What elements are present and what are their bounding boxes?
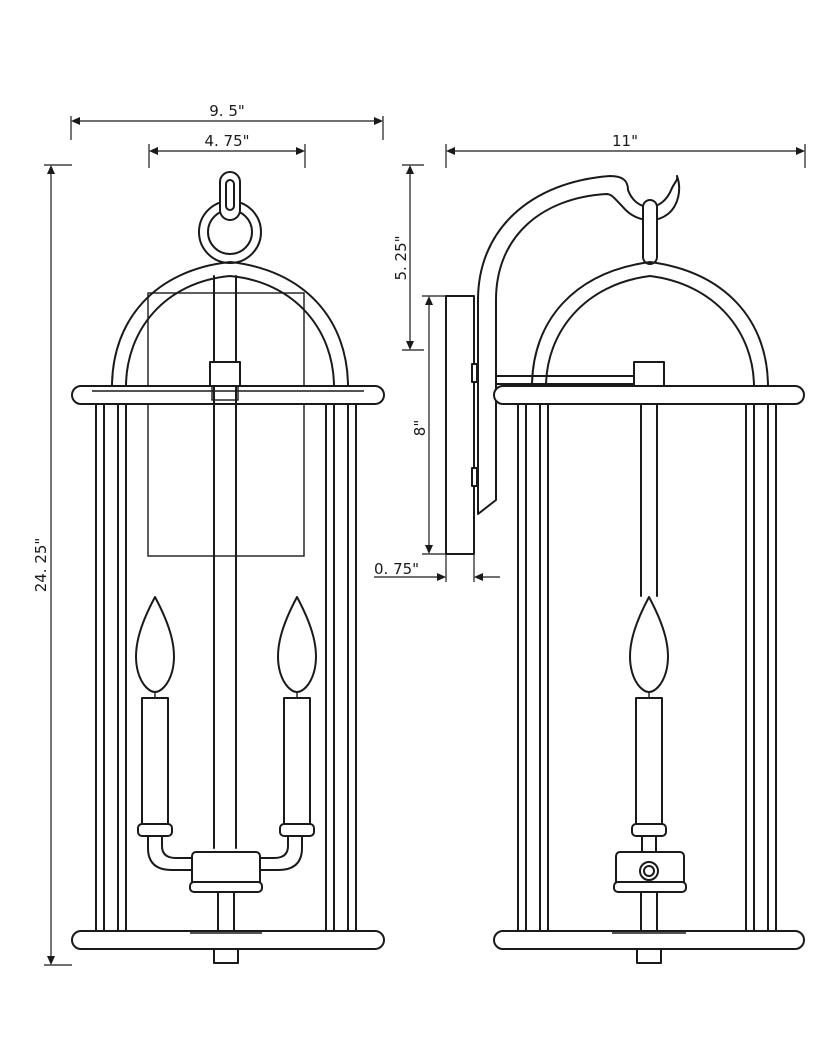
dimension-width-overall-label: 9. 5" xyxy=(209,102,245,120)
dimension-backplate-depth-label: 0. 75" xyxy=(374,560,419,578)
side-finial xyxy=(636,948,662,964)
side-posts xyxy=(517,403,777,932)
dimension-height-overall-label: 24. 25" xyxy=(32,538,50,593)
front-hanging-ring xyxy=(198,171,262,264)
side-candle xyxy=(613,596,687,932)
dimension-arm-rise-label: 5. 25" xyxy=(392,235,410,280)
front-left-candle xyxy=(134,596,176,837)
front-top-rim xyxy=(71,385,385,405)
dimension-width-top-mount-label: 4. 75" xyxy=(204,132,249,150)
dimension-depth-overall: 11" xyxy=(445,132,806,168)
front-view xyxy=(71,171,385,964)
front-arch xyxy=(111,261,349,388)
front-backplate xyxy=(147,292,305,557)
dimension-depth-overall-label: 11" xyxy=(612,132,638,150)
front-side-posts xyxy=(95,403,357,932)
front-right-candle xyxy=(276,596,318,837)
side-center-block xyxy=(633,361,665,387)
side-backplate xyxy=(445,295,475,555)
side-view xyxy=(445,175,805,964)
side-arch xyxy=(531,261,769,388)
dimension-height-overall: 24. 25" xyxy=(32,164,72,966)
front-finial xyxy=(213,948,239,964)
dimension-backplate-depth: 0. 75" xyxy=(374,554,500,582)
front-center-rod xyxy=(209,275,241,849)
side-shackle xyxy=(642,199,658,265)
dimension-width-top-mount: 4. 75" xyxy=(148,132,306,168)
dimension-width-overall: 9. 5" xyxy=(70,102,384,140)
side-arm xyxy=(477,175,681,515)
dimension-arm-rise: 5. 25" xyxy=(392,164,424,351)
dimension-backplate-height-label: 8" xyxy=(411,420,429,436)
dimension-backplate-height: 8" xyxy=(411,295,446,555)
front-candle-arms xyxy=(147,835,303,932)
side-top-rim xyxy=(493,385,805,405)
